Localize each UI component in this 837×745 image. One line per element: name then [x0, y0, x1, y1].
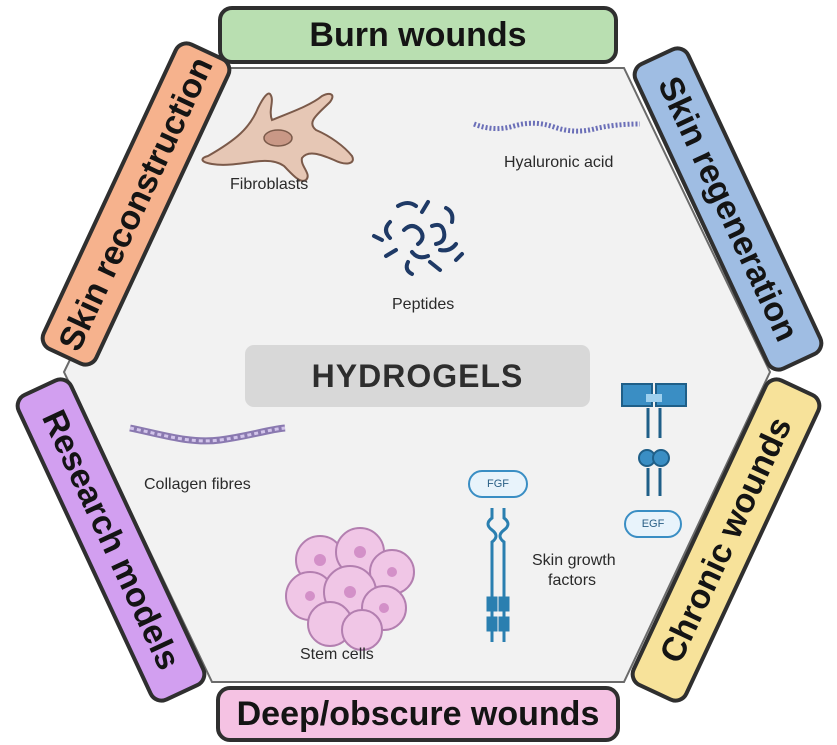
stem-cells-label: Stem cells — [300, 646, 374, 663]
growth-factor-receptor-icon — [486, 508, 510, 642]
hyaluronic-acid-label: Hyaluronic acid — [504, 154, 614, 171]
side-bottom-deep-wounds: Deep/obscure wounds — [216, 686, 620, 742]
egf-label: EGF — [641, 518, 665, 530]
fgf-label: FGF — [487, 478, 509, 490]
center-title: HYDROGELS — [311, 357, 524, 394]
egf-pill: EGF — [624, 510, 682, 538]
hyaluronic-acid-chain-icon — [473, 120, 641, 134]
side-top-label: Burn wounds — [309, 15, 527, 54]
collagen-fibres-label: Collagen fibres — [144, 476, 251, 493]
fibroblasts-label: Fibroblasts — [230, 176, 309, 193]
side-top-burn-wounds: Burn wounds — [218, 6, 618, 64]
skin-growth-factors-label-line2: factors — [548, 572, 597, 589]
collagen-fibre-icon — [129, 424, 286, 445]
fibroblast-cell-icon — [201, 92, 354, 182]
fgf-pill: FGF — [468, 470, 528, 498]
side-bottom-label: Deep/obscure wounds — [236, 694, 600, 733]
peptides-label: Peptides — [392, 296, 455, 313]
stem-cell-cluster-icon — [285, 527, 415, 651]
skin-growth-factors-label-line1: Skin growth — [532, 552, 616, 569]
egf-receptor-icon — [621, 383, 687, 496]
center-title-box: HYDROGELS — [245, 345, 590, 407]
peptide-coil-icon — [372, 200, 464, 276]
